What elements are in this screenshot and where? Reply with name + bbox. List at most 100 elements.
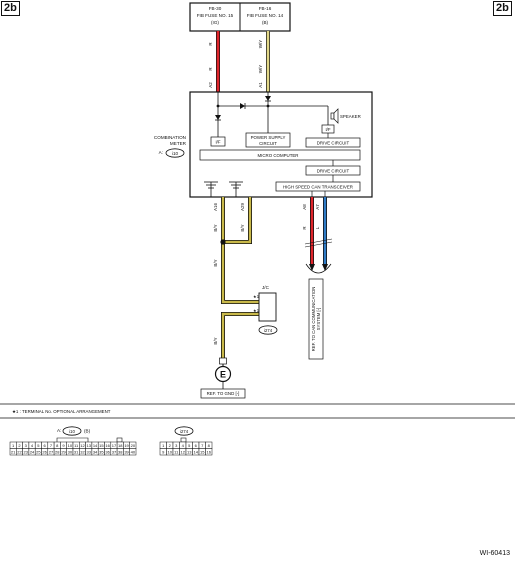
- connector-pin-number: 35: [99, 449, 104, 454]
- supply-wires: R R A2 W/Y W/Y A1: [208, 31, 270, 92]
- connector-i274-label: i274: [264, 328, 273, 333]
- page-tag-left: 2b: [1, 1, 20, 16]
- can-reference: REF. TO CAN COMMUNICATION: [311, 287, 316, 352]
- connector-pin-number: 8: [56, 443, 59, 448]
- joint-connector-name: J/C: [262, 285, 270, 290]
- connector-pin-number: 37: [112, 449, 117, 454]
- splice-point: [220, 239, 226, 245]
- connector-pin-number: 13: [187, 449, 192, 454]
- pin-label: A2: [208, 82, 213, 88]
- connector-pin-number: 7: [50, 443, 53, 448]
- connector-pin-number: 7: [201, 443, 204, 448]
- connector-prefix: A:: [159, 150, 163, 155]
- connector-pin-number: 12: [80, 443, 85, 448]
- connector-pin-number: 28: [55, 449, 60, 454]
- connector-pin-number: 11: [174, 449, 179, 454]
- wire-label: R: [208, 67, 213, 71]
- twist-mark: [304, 238, 333, 245]
- footnote: ★1 : TERMINAL No. OPTIONAL ARRANGEMENT: [12, 409, 111, 414]
- pin-label: A29: [240, 203, 245, 212]
- connector-pin-number: 10: [68, 443, 73, 448]
- connector-pin-number: 32: [80, 449, 85, 454]
- connector-pin-number: 9: [162, 449, 165, 454]
- diode-icon: [265, 96, 271, 101]
- pin-label: A1: [258, 82, 263, 88]
- fuse-right-code: FB-16: [259, 6, 272, 11]
- connector-pin-number: 15: [200, 449, 205, 454]
- joint-pin-label: ★1: [253, 294, 260, 299]
- connector-i10-tag: [165, 148, 185, 158]
- wire-label: R: [208, 42, 213, 46]
- connector-pin-number: 13: [87, 443, 92, 448]
- power-supply-label: POWER SUPPLY: [251, 135, 286, 140]
- connector-pin-number: 26: [42, 449, 47, 454]
- connector-pin-number: 8: [208, 443, 211, 448]
- connector-pin-number: 16: [105, 443, 110, 448]
- connector-pin-number: 24: [30, 449, 35, 454]
- combination-meter: COMBINATION METER A: i10 I/F POWER SUPPL…: [154, 91, 373, 198]
- fuse-left-name: FIB FUSE NO. 15: [197, 13, 234, 18]
- ground-wires: A16 A29 B/Y B/Y B/Y B/Y: [213, 197, 259, 358]
- drive-circuit-label: DRIVE CIRCUIT: [317, 168, 350, 173]
- micro-computer-label: MICRO COMPUTER: [258, 153, 299, 158]
- fuse-right-name: FIB FUSE NO. 14: [247, 13, 284, 18]
- diode-icon: [215, 115, 221, 120]
- connector-pin-number: 6: [195, 443, 198, 448]
- drive-circuit-label: DRIVE CIRCUIT: [317, 140, 350, 145]
- meter-name: METER: [170, 141, 187, 146]
- connector-pin-number: 17: [112, 443, 117, 448]
- connector-pin-number: 29: [61, 449, 66, 454]
- wire-label: B/Y: [213, 224, 218, 231]
- speaker-interface-label: I/F: [325, 127, 330, 132]
- wire-label: W/Y: [258, 65, 263, 74]
- ground-symbol: E: [220, 370, 226, 380]
- fuse-left-code: FB-30: [209, 6, 222, 11]
- meter-name: COMBINATION: [154, 135, 186, 140]
- connector-pin-number: 3: [25, 443, 28, 448]
- joint-connector: J/C ★1 ★1 i274: [253, 285, 278, 335]
- connector-pin-number: 9: [62, 443, 65, 448]
- connector-view-prefix: A:: [57, 428, 61, 433]
- connector-pin-number: 22: [17, 449, 22, 454]
- connector-i274-tag: [258, 325, 278, 335]
- speaker-icon: [330, 112, 335, 120]
- connector-pin-number: 15: [99, 443, 104, 448]
- fuse-right-note: (B): [262, 20, 269, 25]
- can-transceiver-label: HIGH SPEED CAN TRANSCEIVER: [283, 184, 353, 189]
- connector-pin-number: 33: [87, 449, 92, 454]
- ground-reference: REF. TO GND [-]: [207, 391, 240, 396]
- pin-label: A7: [315, 204, 320, 210]
- connector-pin-number: 1: [162, 443, 165, 448]
- arrow-down-icon: [322, 264, 328, 271]
- connector-pin-number: 30: [68, 449, 73, 454]
- wire-label: B/Y: [213, 259, 218, 266]
- can-reference: SYSTEM [-]: [316, 308, 321, 331]
- interface-label: I/F: [215, 139, 220, 144]
- power-supply-label: CIRCUIT: [259, 141, 277, 146]
- connector-view-label: i274: [180, 429, 189, 434]
- connector-pin-number: 40: [131, 449, 136, 454]
- connector-pin-number: 14: [194, 449, 199, 454]
- connector-pin-number: 20: [131, 443, 136, 448]
- connector-pin-number: 39: [124, 449, 129, 454]
- connector-view-label: i10: [69, 429, 75, 434]
- page-tag-right: 2b: [493, 1, 512, 16]
- connector-pin-number: 4: [182, 443, 185, 448]
- connector-i10-label: i10: [172, 151, 179, 156]
- connector-pin-number: 21: [11, 449, 16, 454]
- ground-icon: [229, 181, 243, 197]
- connector-pin-number: 18: [118, 443, 123, 448]
- wire-label: R: [302, 226, 307, 230]
- pin-label: A8: [302, 204, 307, 210]
- can-wires: A8 A7 R L REF. TO CAN COMMUNICATION SYST…: [302, 197, 333, 360]
- connector-pin-number: 16: [207, 449, 212, 454]
- connector-pin-cell: [205, 448, 213, 456]
- pin-label: A16: [213, 203, 218, 212]
- connector-pin-number: 34: [93, 449, 98, 454]
- connector-pin-number: 23: [24, 449, 29, 454]
